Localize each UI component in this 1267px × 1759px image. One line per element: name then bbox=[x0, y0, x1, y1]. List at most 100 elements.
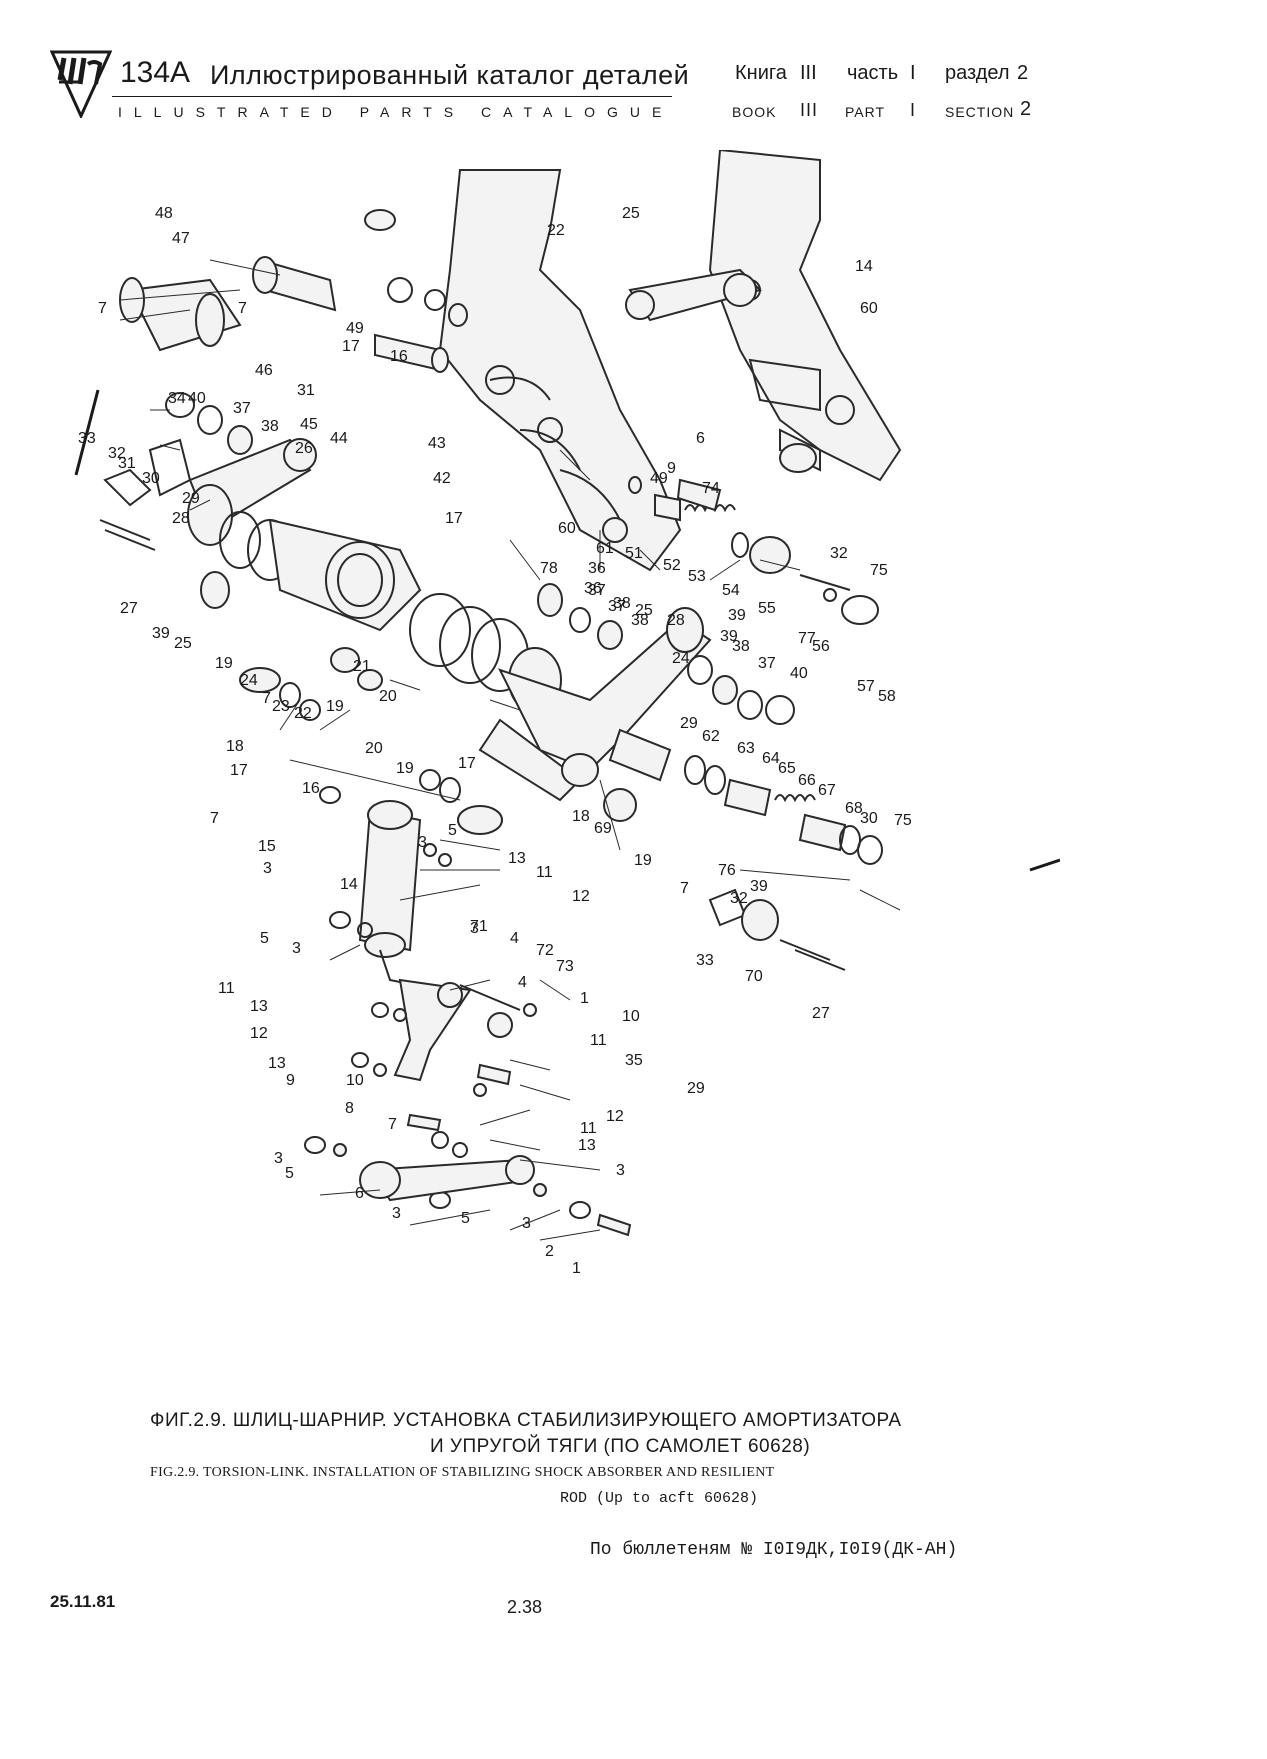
callout-56: 56 bbox=[812, 638, 830, 655]
callout-9: 9 bbox=[667, 460, 676, 477]
callout-3: 3 bbox=[263, 860, 272, 877]
callout-24: 24 bbox=[672, 650, 690, 667]
bulletin-reference: По бюллетеням № I0I9ДК,I0I9(ДК-АН) bbox=[590, 1540, 958, 1560]
callout-24: 24 bbox=[240, 672, 258, 689]
callout-33: 33 bbox=[696, 952, 714, 969]
callout-13: 13 bbox=[250, 998, 268, 1015]
callout-53: 53 bbox=[688, 568, 706, 585]
callout-60: 60 bbox=[558, 520, 576, 537]
callout-75: 75 bbox=[894, 812, 912, 829]
callout-45: 45 bbox=[300, 416, 318, 433]
callout-39: 39 bbox=[728, 607, 746, 624]
callout-12: 12 bbox=[606, 1108, 624, 1125]
callout-29: 29 bbox=[687, 1080, 705, 1097]
callout-60: 60 bbox=[860, 300, 878, 317]
callout-31: 31 bbox=[118, 455, 136, 472]
callout-39: 39 bbox=[750, 878, 768, 895]
callout-7: 7 bbox=[98, 300, 107, 317]
callout-42: 42 bbox=[433, 470, 451, 487]
catalog-title-ru: Иллюстрированный каталог деталей bbox=[210, 60, 690, 90]
part-value-ru: I bbox=[910, 62, 916, 84]
aircraft-model: 134A bbox=[120, 56, 191, 89]
callout-27: 27 bbox=[812, 1005, 830, 1022]
callout-17: 17 bbox=[458, 755, 476, 772]
lower-torsion-arm bbox=[498, 618, 712, 772]
callout-29: 29 bbox=[182, 490, 200, 507]
callout-19: 19 bbox=[396, 760, 414, 777]
book-value-en: III bbox=[800, 100, 819, 120]
callout-38: 38 bbox=[613, 595, 631, 612]
callout-49: 49 bbox=[650, 470, 668, 487]
callout-36: 36 bbox=[588, 560, 606, 577]
callout-14: 14 bbox=[855, 258, 873, 275]
callout-64: 64 bbox=[762, 750, 780, 767]
callout-8: 8 bbox=[345, 1100, 354, 1117]
callout-17: 17 bbox=[342, 338, 360, 355]
callout-47: 47 bbox=[172, 230, 190, 247]
callout-2: 2 bbox=[545, 1243, 554, 1260]
callout-30: 30 bbox=[142, 470, 160, 487]
book-label-en: BOOK bbox=[732, 104, 777, 120]
callout-69: 69 bbox=[594, 820, 612, 837]
callout-22: 22 bbox=[547, 222, 565, 239]
callout-43: 43 bbox=[428, 435, 446, 452]
callout-20: 20 bbox=[365, 740, 383, 757]
callout-18: 18 bbox=[572, 808, 590, 825]
callout-46: 46 bbox=[255, 362, 273, 379]
figure-caption-en-line2: ROD (Up to acft 60628) bbox=[560, 1490, 759, 1507]
callout-20: 20 bbox=[379, 688, 397, 705]
callout-40: 40 bbox=[188, 390, 206, 407]
strut-upper-left bbox=[438, 169, 682, 572]
callout-28: 28 bbox=[667, 612, 685, 629]
callout-3: 3 bbox=[522, 1215, 531, 1232]
callout-34: 34 bbox=[168, 390, 186, 407]
callout-9: 9 bbox=[286, 1072, 295, 1089]
book-value-ru: III bbox=[800, 62, 817, 84]
callout-78: 78 bbox=[540, 560, 558, 577]
callout-58: 58 bbox=[878, 688, 896, 705]
callout-7: 7 bbox=[262, 690, 271, 707]
callout-44: 44 bbox=[330, 430, 348, 447]
callout-31: 31 bbox=[297, 382, 315, 399]
callout-48: 48 bbox=[155, 205, 173, 222]
book-label-ru: Книга bbox=[735, 62, 787, 84]
callout-14: 14 bbox=[340, 876, 358, 893]
callout-7: 7 bbox=[388, 1116, 397, 1133]
callout-11: 11 bbox=[536, 864, 553, 881]
callout-1: 1 bbox=[580, 990, 589, 1007]
callout-72: 72 bbox=[536, 942, 554, 959]
figure-caption-ru-line2: И УПРУГОЙ ТЯГИ (ПО САМОЛЕТ 60628) bbox=[430, 1436, 811, 1457]
callout-12: 12 bbox=[250, 1025, 268, 1042]
callout-16: 16 bbox=[390, 348, 408, 365]
callout-37: 37 bbox=[233, 400, 251, 417]
callout-15: 15 bbox=[258, 838, 276, 855]
callout-73: 73 bbox=[556, 958, 574, 975]
callout-13: 13 bbox=[508, 850, 526, 867]
callout-27: 27 bbox=[120, 600, 138, 617]
spring-sleeve-62 bbox=[608, 728, 672, 782]
callout-13: 13 bbox=[268, 1055, 286, 1072]
callout-37: 37 bbox=[758, 655, 776, 672]
callout-66: 66 bbox=[798, 772, 816, 789]
section-label-ru: раздел bbox=[945, 62, 1010, 84]
callout-3: 3 bbox=[470, 920, 479, 937]
callout-16: 16 bbox=[302, 780, 320, 797]
callout-38: 38 bbox=[261, 418, 279, 435]
callout-36: 36 bbox=[584, 580, 602, 597]
callout-28: 28 bbox=[172, 510, 190, 527]
callout-25: 25 bbox=[635, 602, 653, 619]
callout-19: 19 bbox=[326, 698, 344, 715]
part-label-ru: часть bbox=[847, 62, 899, 84]
callout-74: 74 bbox=[702, 480, 720, 497]
section-value-en: 2 bbox=[1020, 98, 1033, 120]
callout-55: 55 bbox=[758, 600, 776, 617]
manufacturer-logo bbox=[49, 50, 113, 120]
callout-35: 35 bbox=[625, 1052, 643, 1069]
callout-3: 3 bbox=[292, 940, 301, 957]
catalog-title-en: ILLUSTRATED PARTS CATALOGUE bbox=[118, 104, 674, 120]
callout-37: 37 bbox=[608, 598, 626, 615]
callout-61: 61 bbox=[596, 540, 614, 557]
callout-39: 39 bbox=[720, 628, 738, 645]
callout-21: 21 bbox=[353, 658, 371, 675]
